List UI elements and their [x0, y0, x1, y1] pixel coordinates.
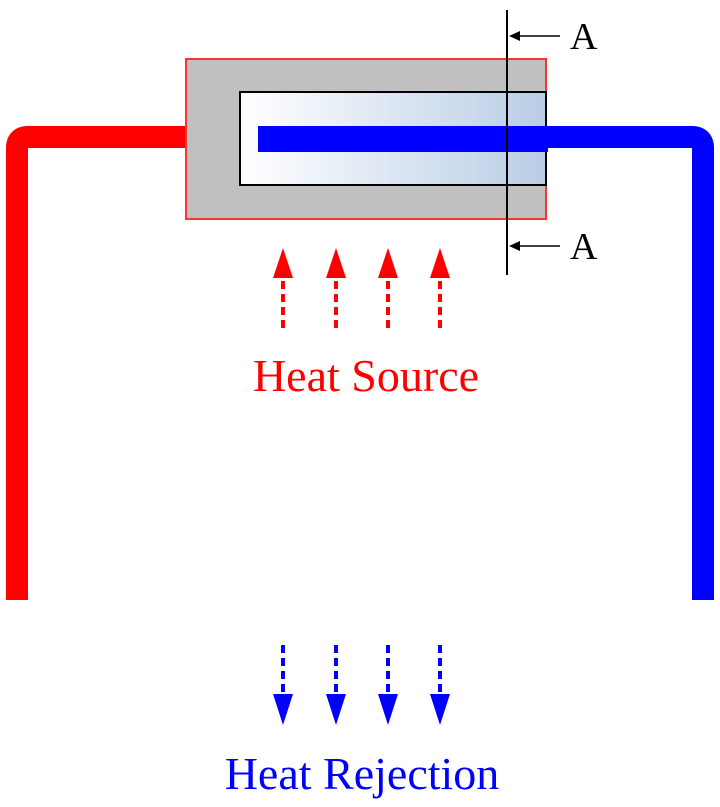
- heat-source-arrow: [273, 248, 293, 328]
- cold-tube-insert: [258, 126, 548, 152]
- section-arrowhead-top: [509, 31, 520, 41]
- heat-rejection-arrow: [378, 645, 398, 725]
- section-label-top: A: [570, 16, 598, 58]
- heat-source-arrows: [273, 248, 450, 328]
- section-arrowhead-bottom: [509, 241, 520, 251]
- cold-leg-pipe: [545, 126, 714, 600]
- heat-source-label: Heat Source: [253, 350, 479, 401]
- heat-rejection-arrow: [430, 645, 450, 725]
- heat-source-arrow: [378, 248, 398, 328]
- heat-rejection-arrow: [326, 645, 346, 725]
- heat-source-arrow: [326, 248, 346, 328]
- heat-source-arrow: [430, 248, 450, 328]
- hot-leg-pipe: [6, 126, 190, 600]
- section-label-bottom: A: [570, 226, 598, 268]
- heat-rejection-arrows: [273, 645, 450, 725]
- heat-rejection-label: Heat Rejection: [225, 748, 500, 799]
- heat-rejection-arrow: [273, 645, 293, 725]
